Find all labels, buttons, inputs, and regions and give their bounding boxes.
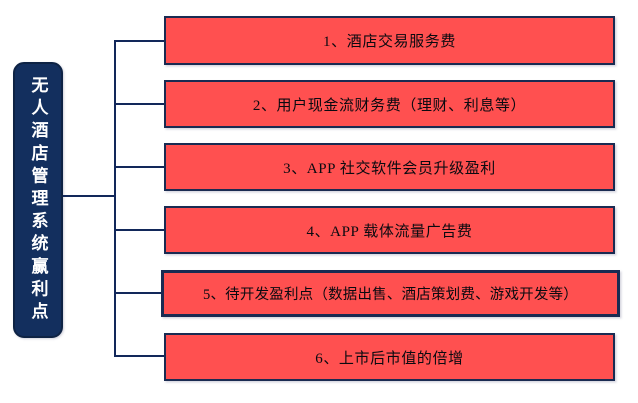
leaf-label-2: 2、用户现金流财务费（理财、利息等） [252,97,527,114]
leaf-label-1: 1、酒店交易服务费 [323,34,456,50]
connector-branch-2 [114,103,166,105]
connector-branch-4 [114,229,164,231]
connector-branch-1 [114,40,166,42]
connector-root-stub [63,195,116,197]
root-node-label: 无人酒店管理系统赢利点 [28,75,48,325]
leaf-box-2[interactable]: 2、用户现金流财务费（理财、利息等） [164,80,615,128]
leaf-box-5[interactable]: 5、待开发盈利点（数据出售、酒店策划费、游戏开发等） [161,270,620,317]
leaf-label-6: 6、上市后市值的倍增 [315,350,464,367]
leaf-box-3[interactable]: 3、APP 社交软件会员升级盈利 [164,143,615,191]
leaf-box-1[interactable]: 1、酒店交易服务费 [164,16,615,65]
root-node[interactable]: 无人酒店管理系统赢利点 [13,62,63,338]
connector-trunk [114,40,116,356]
leaf-label-4: 4、APP 载体流量广告费 [306,223,473,240]
leaf-box-6[interactable]: 6、上市后市值的倍增 [164,333,615,381]
leaf-box-4[interactable]: 4、APP 载体流量广告费 [164,206,615,254]
connector-branch-6 [114,355,166,357]
leaf-label-3: 3、APP 社交软件会员升级盈利 [283,160,496,177]
leaf-label-5: 5、待开发盈利点（数据出售、酒店策划费、游戏开发等） [203,287,578,303]
connector-branch-3 [114,166,166,168]
connector-branch-5 [114,292,162,294]
